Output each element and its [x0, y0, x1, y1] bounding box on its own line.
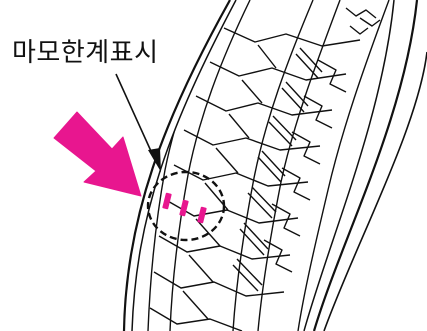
- wear-mark-1: [162, 192, 172, 210]
- pointing-arrow-icon: [53, 111, 142, 197]
- wear-limit-label: 마모한계표시: [12, 38, 159, 68]
- tread-pattern: [147, 0, 390, 331]
- tire-outline: [122, 0, 427, 331]
- callout-leader-line: [115, 73, 161, 172]
- wear-indicator-marks: [162, 192, 207, 224]
- wear-indicator-circle: [146, 170, 226, 242]
- wear-mark-3: [197, 206, 207, 224]
- wear-mark-2: [179, 199, 189, 217]
